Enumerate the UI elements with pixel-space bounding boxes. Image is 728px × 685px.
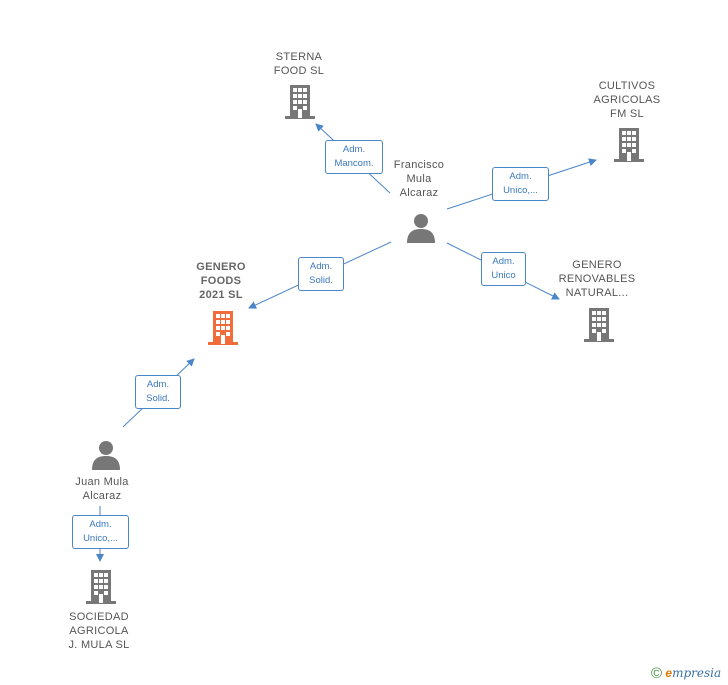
node-label-cultivos[interactable]: CULTIVOS AGRICOLAS FM SL [593, 80, 661, 120]
building-icon[interactable] [584, 308, 614, 342]
brand-logo: © empresia [651, 665, 722, 682]
edge-label-unico-sociedad[interactable]: Adm. Unico,... [72, 515, 129, 549]
node-label-genero-foods[interactable]: GENERO FOODS 2021 SL [196, 261, 246, 301]
building-icon[interactable] [285, 85, 315, 119]
building-icon-focus[interactable] [208, 311, 238, 345]
node-label-sociedad[interactable]: SOCIEDAD AGRICOLA J. MULA SL [68, 611, 130, 651]
node-label-genero-renovables[interactable]: GENERO RENOVABLES NATURAL... [558, 259, 636, 299]
person-icon[interactable] [406, 213, 436, 243]
edge-label-solid-francisco[interactable]: Adm. Solid. [298, 257, 344, 291]
building-icon[interactable] [86, 570, 116, 604]
node-label-sterna[interactable]: STERNA FOOD SL [273, 51, 325, 77]
edge-label-unico-renovables[interactable]: Adm. Unico [481, 252, 526, 286]
edge-label-mancom[interactable]: Adm. Mancom. [325, 140, 383, 174]
edge-label-unico-cultivos[interactable]: Adm. Unico,... [492, 167, 549, 201]
person-icon[interactable] [91, 440, 121, 470]
copyright-icon: © [651, 665, 663, 682]
node-label-francisco[interactable]: Francisco Mula Alcaraz [393, 159, 445, 199]
edge-label-solid-juan[interactable]: Adm. Solid. [135, 375, 181, 409]
node-label-juan[interactable]: Juan Mula Alcaraz [75, 476, 129, 502]
building-icon[interactable] [614, 128, 644, 162]
